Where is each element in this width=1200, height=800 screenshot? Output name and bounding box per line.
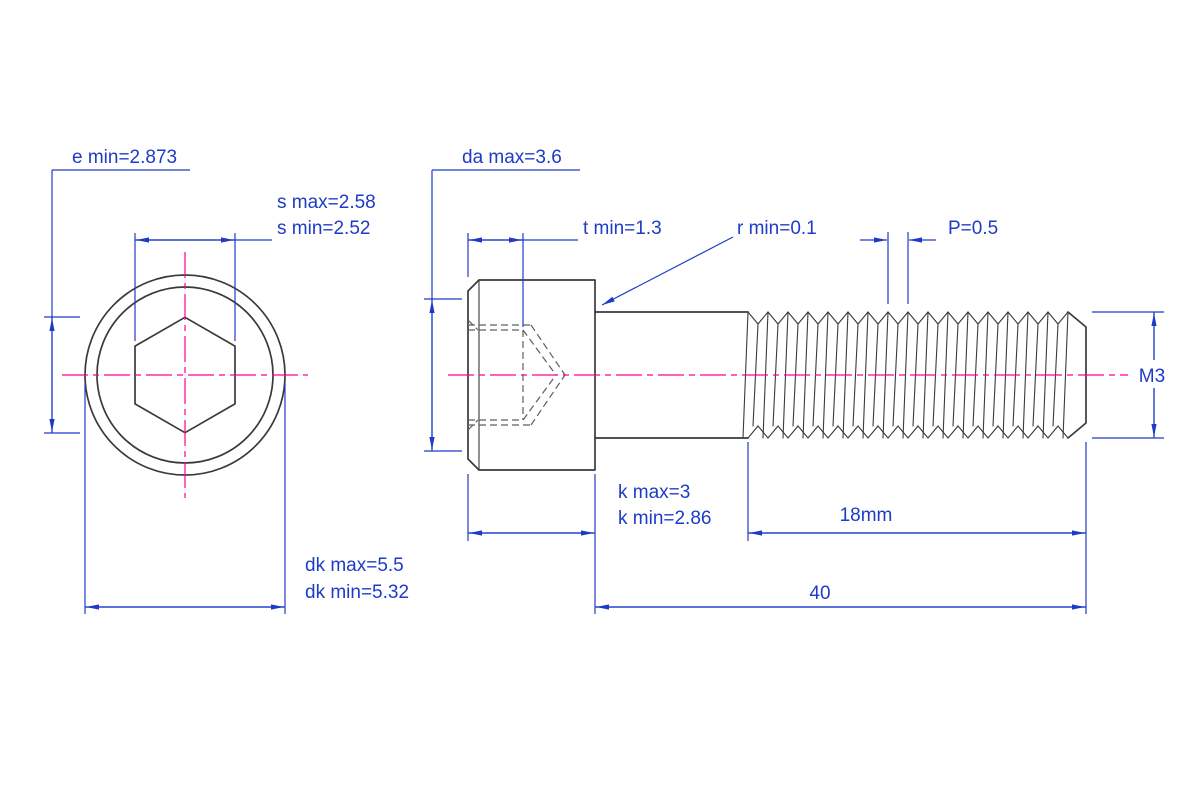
dimensions: e min=2.873 s max=2.58 s min=2.52 dk max… xyxy=(44,147,1176,614)
dim-r-min: r min=0.1 xyxy=(601,218,817,306)
dim-label-s-min: s min=2.52 xyxy=(277,218,370,239)
dim-dk: dk max=5.5 dk min=5.32 xyxy=(84,383,409,614)
dim-label-dk-max: dk max=5.5 xyxy=(305,555,404,576)
dim-label-dk-min: dk min=5.32 xyxy=(305,582,409,603)
thread-profile xyxy=(742,311,1069,439)
side-view xyxy=(448,279,1138,471)
dim-m3: M3 xyxy=(1092,311,1176,439)
dim-label-thread-length: 18mm xyxy=(840,505,893,526)
dim-e-min: e min=2.873 xyxy=(44,147,190,434)
dim-label-m3: M3 xyxy=(1139,366,1165,387)
dim-label-k-max: k max=3 xyxy=(618,482,690,503)
dim-label-t-min: t min=1.3 xyxy=(583,218,662,239)
dim-label-r-min: r min=0.1 xyxy=(737,218,817,239)
dim-label-da-max: da max=3.6 xyxy=(462,147,562,168)
dim-k: k max=3 k min=2.86 xyxy=(467,474,711,614)
end-view xyxy=(62,252,308,498)
dim-overall-length: 40 xyxy=(595,583,1086,610)
dim-da-max: da max=3.6 xyxy=(424,147,580,452)
dim-label-overall-length: 40 xyxy=(809,583,830,604)
dim-label-k-min: k min=2.86 xyxy=(618,508,711,529)
end-view-centerlines xyxy=(62,252,308,498)
dim-thread-length: 18mm xyxy=(747,442,1087,614)
dim-s: s max=2.58 s min=2.52 xyxy=(134,192,376,341)
dim-t-min: t min=1.3 xyxy=(467,218,662,327)
dim-label-s-max: s max=2.58 xyxy=(277,192,376,213)
dim-label-e-min: e min=2.873 xyxy=(72,147,177,168)
dim-pitch: P=0.5 xyxy=(860,218,998,304)
dim-label-pitch: P=0.5 xyxy=(948,218,998,239)
